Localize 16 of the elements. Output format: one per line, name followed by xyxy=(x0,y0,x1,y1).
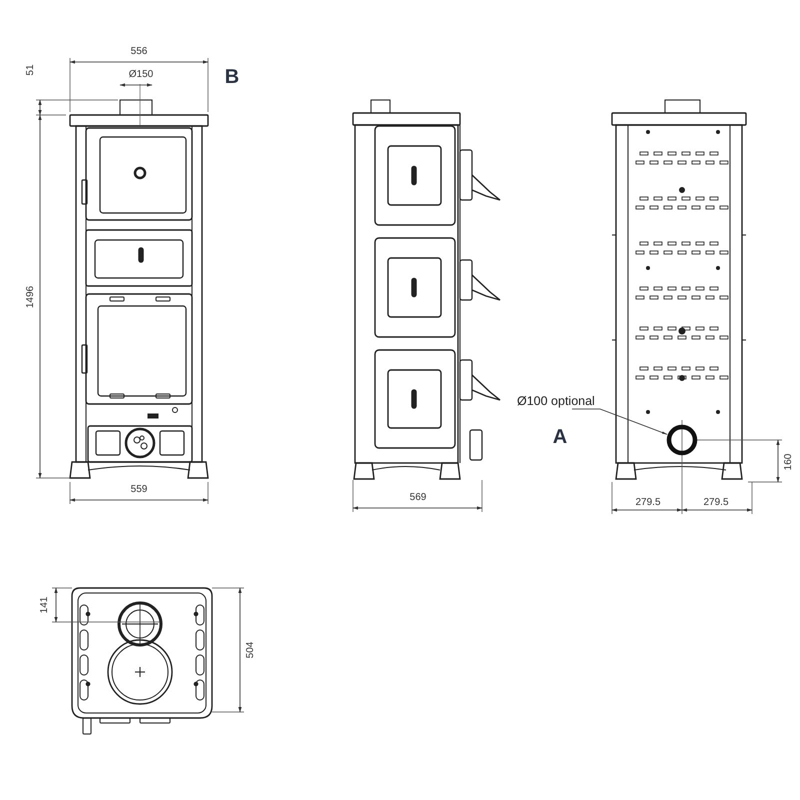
view-letter: B xyxy=(224,67,240,87)
leader-line xyxy=(572,408,668,435)
dimension-value: 1496 xyxy=(26,286,36,308)
dimension-value: 569 xyxy=(410,493,426,503)
dimension-value: 559 xyxy=(130,485,148,495)
dimension-value: 51 xyxy=(26,64,36,76)
outlet-circle xyxy=(666,424,698,456)
dimension-value: 279.5 xyxy=(703,498,729,508)
dimension-value: 141 xyxy=(40,596,50,614)
dimension-value: Ø150 xyxy=(128,70,154,80)
view-letter: A xyxy=(552,427,568,447)
dimension-value: 556 xyxy=(130,47,148,57)
callout-text: Ø100 optional xyxy=(517,393,595,409)
dimension-value: 504 xyxy=(246,642,256,658)
dimension-value: 279.5 xyxy=(635,498,661,508)
dimension-value: 160 xyxy=(784,454,794,470)
